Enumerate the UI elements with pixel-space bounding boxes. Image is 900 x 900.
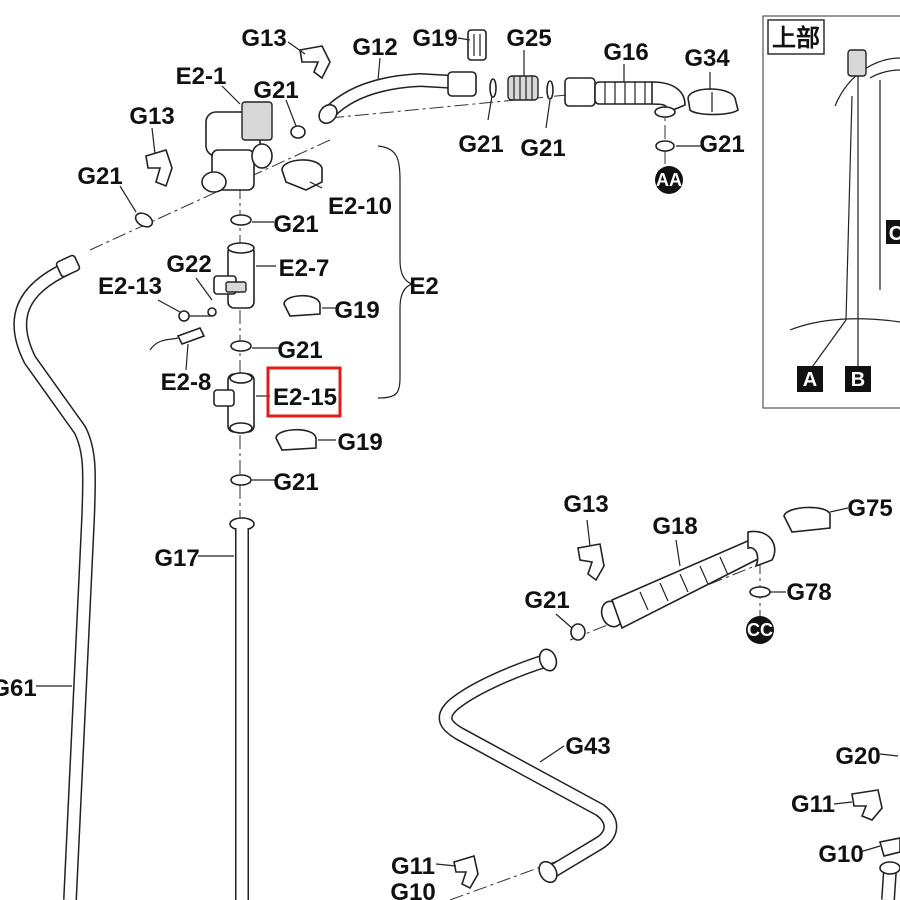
- label-g21: G21: [77, 163, 122, 190]
- clamp-g75: [783, 506, 831, 533]
- label-g21: G21: [253, 77, 298, 104]
- connector-g25: [489, 75, 554, 101]
- label-g21: G21: [273, 211, 318, 238]
- label-g34: G34: [684, 45, 730, 72]
- inset-panel: 上部 A B C: [762, 15, 900, 409]
- label-g17: G17: [154, 545, 199, 572]
- label-g75: G75: [847, 495, 892, 522]
- label-g43: G43: [565, 733, 610, 760]
- inset-title: 上部: [772, 24, 820, 52]
- clip-g19-a: [283, 294, 321, 317]
- pipe-g61: [13, 254, 97, 900]
- label-g16: G16: [603, 39, 648, 66]
- label-g10: G10: [390, 879, 435, 900]
- label-g25: G25: [506, 25, 551, 52]
- label-g61: G61: [0, 675, 37, 702]
- label-g21: G21: [524, 587, 569, 614]
- hose-g18: [600, 530, 776, 630]
- svg-text:AA: AA: [656, 170, 682, 190]
- screw-e2-13: [149, 307, 217, 351]
- part-labels: G13 G12 G19 G25 G16 G34 E2-1 G21 G13 G21…: [0, 25, 893, 900]
- fitting-e2-7: [213, 242, 255, 309]
- pipe-g43: [438, 648, 618, 884]
- label-e2-7: E2-7: [279, 255, 330, 282]
- label-g78: G78: [786, 579, 831, 606]
- clip-g19-b: [275, 428, 317, 451]
- label-g21: G21: [520, 135, 565, 162]
- label-g13: G13: [563, 491, 608, 518]
- label-g18: G18: [652, 513, 697, 540]
- valve-e2-1: [201, 101, 273, 193]
- label-g20: G20: [835, 743, 880, 770]
- label-e2-1: E2-1: [176, 63, 227, 90]
- clip-g19-top: [467, 29, 487, 61]
- label-g12: G12: [352, 34, 397, 61]
- label-g13: G13: [241, 25, 286, 52]
- label-e2-15: E2-15: [273, 384, 337, 411]
- label-g21: G21: [273, 469, 318, 496]
- label-g10: G10: [818, 841, 863, 868]
- label-e2-10: E2-10: [328, 193, 392, 220]
- svg-text:CC: CC: [747, 620, 773, 640]
- pipe-g12: [318, 71, 477, 125]
- pipe-g17: [229, 517, 255, 900]
- label-e2-13: E2-13: [98, 273, 162, 300]
- svg-text:B: B: [851, 369, 865, 391]
- label-g19: G19: [334, 297, 379, 324]
- ring-g78: [749, 586, 771, 598]
- fitting-e2-15: [213, 372, 255, 434]
- clip-g13-lower: [577, 543, 605, 582]
- clip-g13-top: [299, 45, 331, 80]
- clip-g11-bottom: [453, 854, 479, 890]
- label-g19: G19: [337, 429, 382, 456]
- label-g11: G11: [791, 791, 835, 818]
- clip-g11-right: [851, 789, 883, 821]
- marker-aa: AA: [655, 166, 683, 194]
- label-e2: E2: [409, 273, 438, 300]
- hose-g16: [564, 77, 686, 152]
- marker-cc: CC: [746, 616, 774, 644]
- label-g21: G21: [458, 131, 503, 158]
- pipe-g10-right: [878, 837, 900, 900]
- label-g19: G19: [412, 25, 457, 52]
- label-g13: G13: [129, 103, 174, 130]
- label-g22: G22: [166, 251, 211, 278]
- svg-text:A: A: [803, 369, 817, 391]
- clip-g13-left: [145, 149, 173, 188]
- label-g21: G21: [277, 337, 322, 364]
- label-g11: G11: [391, 853, 435, 880]
- svg-text:C: C: [889, 223, 900, 245]
- label-e2-8: E2-8: [161, 369, 212, 396]
- leader-lines: [36, 37, 899, 867]
- clamp-g34: [687, 88, 739, 116]
- e2-bracket: [377, 145, 414, 399]
- assembly-lines: [89, 84, 771, 900]
- o-rings: [134, 125, 586, 641]
- label-g21: G21: [699, 131, 744, 158]
- highlight-box-e2-15: [266, 366, 342, 418]
